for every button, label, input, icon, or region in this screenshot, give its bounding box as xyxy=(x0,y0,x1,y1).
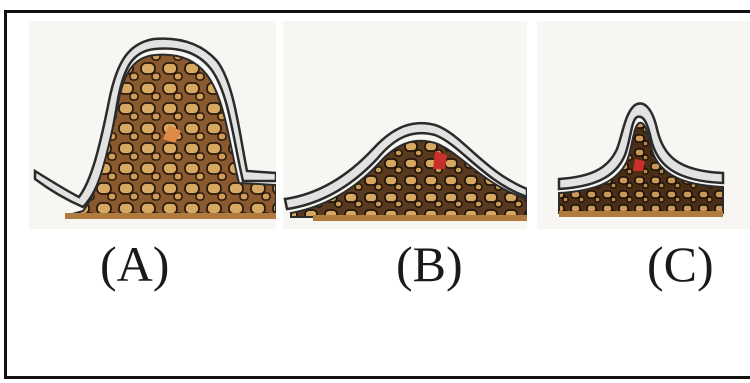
panel-a-base xyxy=(65,213,276,219)
panel-a-label: (A) xyxy=(100,234,169,294)
panel-b-svg xyxy=(283,21,527,229)
panel-b-base xyxy=(313,215,527,221)
panel-a-dome-diagram xyxy=(29,21,276,229)
panel-c-svg xyxy=(537,21,750,229)
panel-c-base xyxy=(559,211,723,217)
panel-b-label: (B) xyxy=(396,234,463,294)
panel-b-dome-diagram xyxy=(283,21,527,229)
panel-c-dome-diagram xyxy=(537,21,750,229)
panel-c-label: (C) xyxy=(647,234,714,294)
panel-c-center-mark xyxy=(633,159,645,171)
figure-frame: (A) (B) (C) xyxy=(4,10,750,379)
panel-a-svg xyxy=(29,21,276,229)
